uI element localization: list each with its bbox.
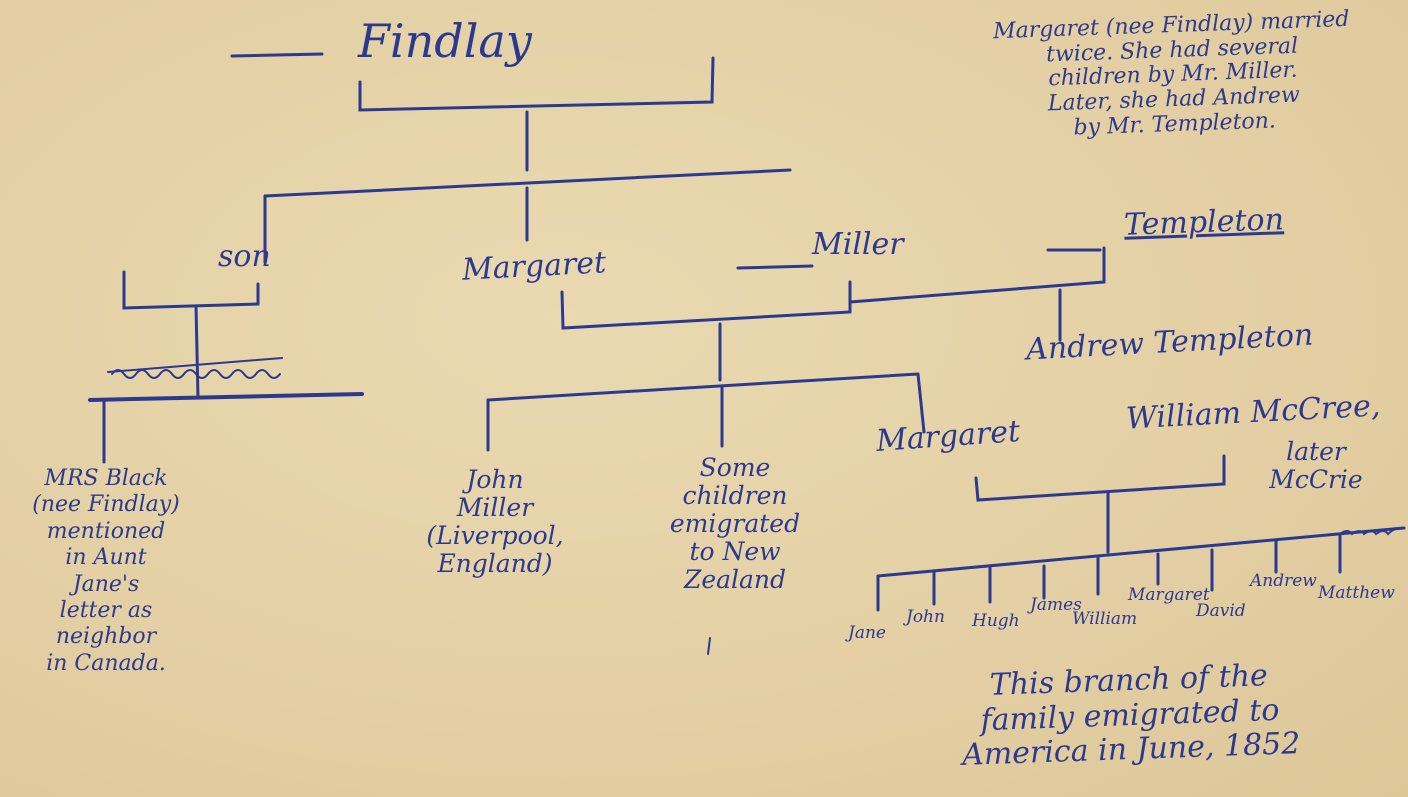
son-label: son bbox=[218, 239, 271, 274]
child-david: David bbox=[1196, 601, 1246, 621]
some-children-label: Some children emigrated to New Zealand bbox=[669, 453, 801, 594]
son-drop-2 bbox=[194, 304, 200, 400]
child-john: John bbox=[906, 607, 945, 627]
miller-label: Miller bbox=[812, 227, 904, 262]
emigration-note: This branch of the family emigrated to A… bbox=[961, 658, 1301, 773]
miller-dash bbox=[736, 264, 814, 270]
margaret-label: Margaret bbox=[461, 245, 607, 288]
child-james: James bbox=[1030, 595, 1082, 615]
mccree-bar-end bbox=[1339, 527, 1403, 536]
margaret2-drop bbox=[916, 372, 926, 434]
mrs-black-note: MRS Black (nee Findlay) mentioned in Aun… bbox=[32, 466, 180, 676]
gen2-bar bbox=[263, 168, 792, 198]
root-name-findlay: Findlay bbox=[358, 14, 532, 68]
miller-children-bar bbox=[486, 372, 920, 402]
margaret-miller-bracket bbox=[560, 280, 852, 330]
crossed-out-line bbox=[107, 357, 283, 373]
child-jane: Jane bbox=[848, 623, 886, 643]
son-children-bar bbox=[88, 392, 364, 402]
root-bracket bbox=[358, 56, 715, 112]
crossed-out-scribble bbox=[111, 369, 281, 379]
templeton-bracket bbox=[848, 246, 1106, 304]
child-william: William bbox=[1072, 609, 1138, 629]
margaret-william-bracket bbox=[974, 454, 1226, 502]
child-matthew: Matthew bbox=[1318, 583, 1395, 603]
marriage-note: Margaret (nee Findlay) married twice. Sh… bbox=[992, 6, 1350, 140]
later-mccrie-label: later McCrie bbox=[1269, 437, 1363, 494]
stray-mark bbox=[707, 637, 711, 655]
root-dash bbox=[230, 52, 324, 58]
mccree-children-bar bbox=[876, 526, 1406, 578]
john-miller-label: John Miller (Liverpool, England) bbox=[426, 465, 564, 578]
templeton-label: Templeton bbox=[1123, 202, 1285, 243]
son-bracket bbox=[122, 270, 260, 310]
child-andrew: Andrew bbox=[1250, 571, 1317, 591]
child-margaret: Margaret bbox=[1128, 585, 1210, 605]
child-hugh: Hugh bbox=[972, 611, 1020, 631]
